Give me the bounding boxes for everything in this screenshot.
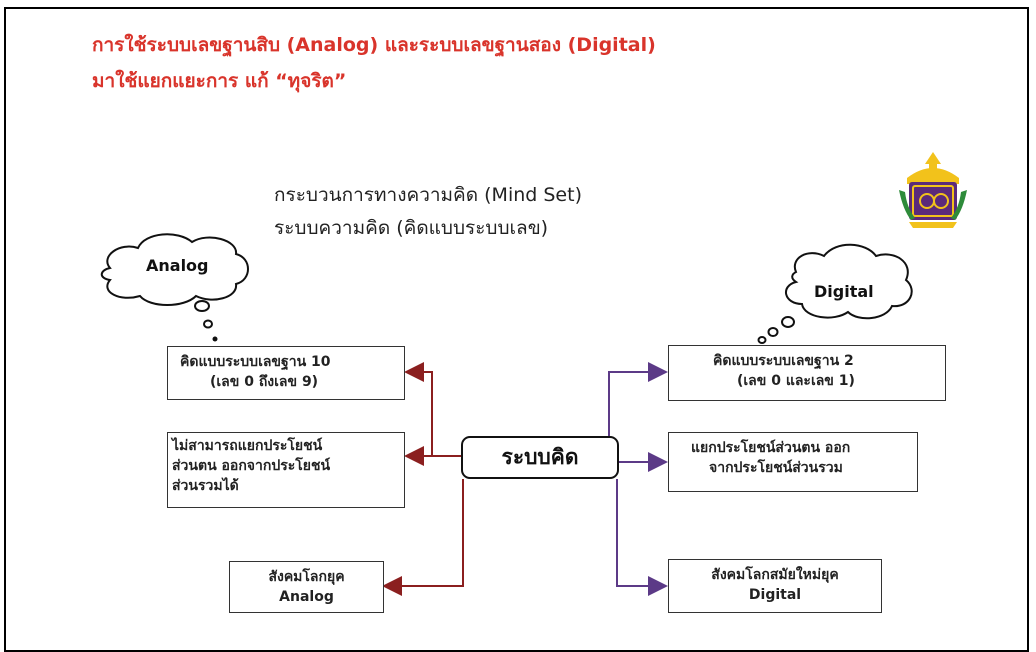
- box-line: คิดแบบระบบเลขฐาน 2: [713, 353, 854, 369]
- thinking-system-heading: ระบบความคิด (คิดแบบระบบเลข): [274, 217, 549, 239]
- analog-society-box: สังคมโลกยุค Analog: [229, 561, 384, 613]
- slide-frame: [4, 7, 1029, 652]
- box-line: (เลข 0 ถึงเลข 9): [210, 374, 319, 390]
- box-line: สังคมโลกยุค: [268, 569, 345, 585]
- mindset-heading: กระบวนการทางความคิด (Mind Set): [274, 184, 582, 206]
- box-line: ส่วนรวมได้: [172, 478, 239, 494]
- left-thought-cloud-icon: [100, 233, 249, 342]
- box-line: จากประโยชน์ส่วนรวม: [709, 460, 843, 476]
- thinking-system-node: ระบบคิด: [461, 436, 619, 479]
- analog-cloud-label: Analog: [146, 256, 209, 275]
- decimal-thinking-box: คิดแบบระบบเลขฐาน 10 (เลข 0 ถึงเลข 9): [167, 346, 405, 400]
- box-line: Digital: [748, 587, 802, 603]
- right-thought-cloud-icon: [757, 243, 913, 344]
- box-line: แยกประโยชน์ส่วนตน ออก: [691, 440, 851, 456]
- box-line: ไม่สามารถแยกประโยชน์: [172, 438, 323, 454]
- box-line: สังคมโลกสมัยใหม่ยุค: [711, 567, 839, 583]
- binary-thinking-box: คิดแบบระบบเลขฐาน 2 (เลข 0 และเลข 1): [668, 345, 946, 401]
- agency-emblem-icon: [899, 152, 967, 228]
- digital-cloud-label: Digital: [814, 282, 874, 301]
- box-line: คิดแบบระบบเลขฐาน 10: [180, 354, 331, 370]
- slide-title-line2: มาใช้แยกแยะการ แก้ “ทุจริต”: [92, 70, 347, 92]
- digital-society-box: สังคมโลกสมัยใหม่ยุค Digital: [668, 559, 882, 613]
- box-line: (เลข 0 และเลข 1): [737, 373, 855, 389]
- cannot-separate-interest-box: ไม่สามารถแยกประโยชน์ ส่วนตน ออกจากประโยช…: [167, 432, 405, 508]
- box-line: ส่วนตน ออกจากประโยชน์: [172, 458, 331, 474]
- box-line: Analog: [279, 589, 334, 605]
- separate-interest-box: แยกประโยชน์ส่วนตน ออก จากประโยชน์ส่วนรวม: [668, 432, 918, 492]
- slide-title-line1: การใช้ระบบเลขฐานสิบ (Analog) และระบบเลขฐ…: [92, 34, 656, 56]
